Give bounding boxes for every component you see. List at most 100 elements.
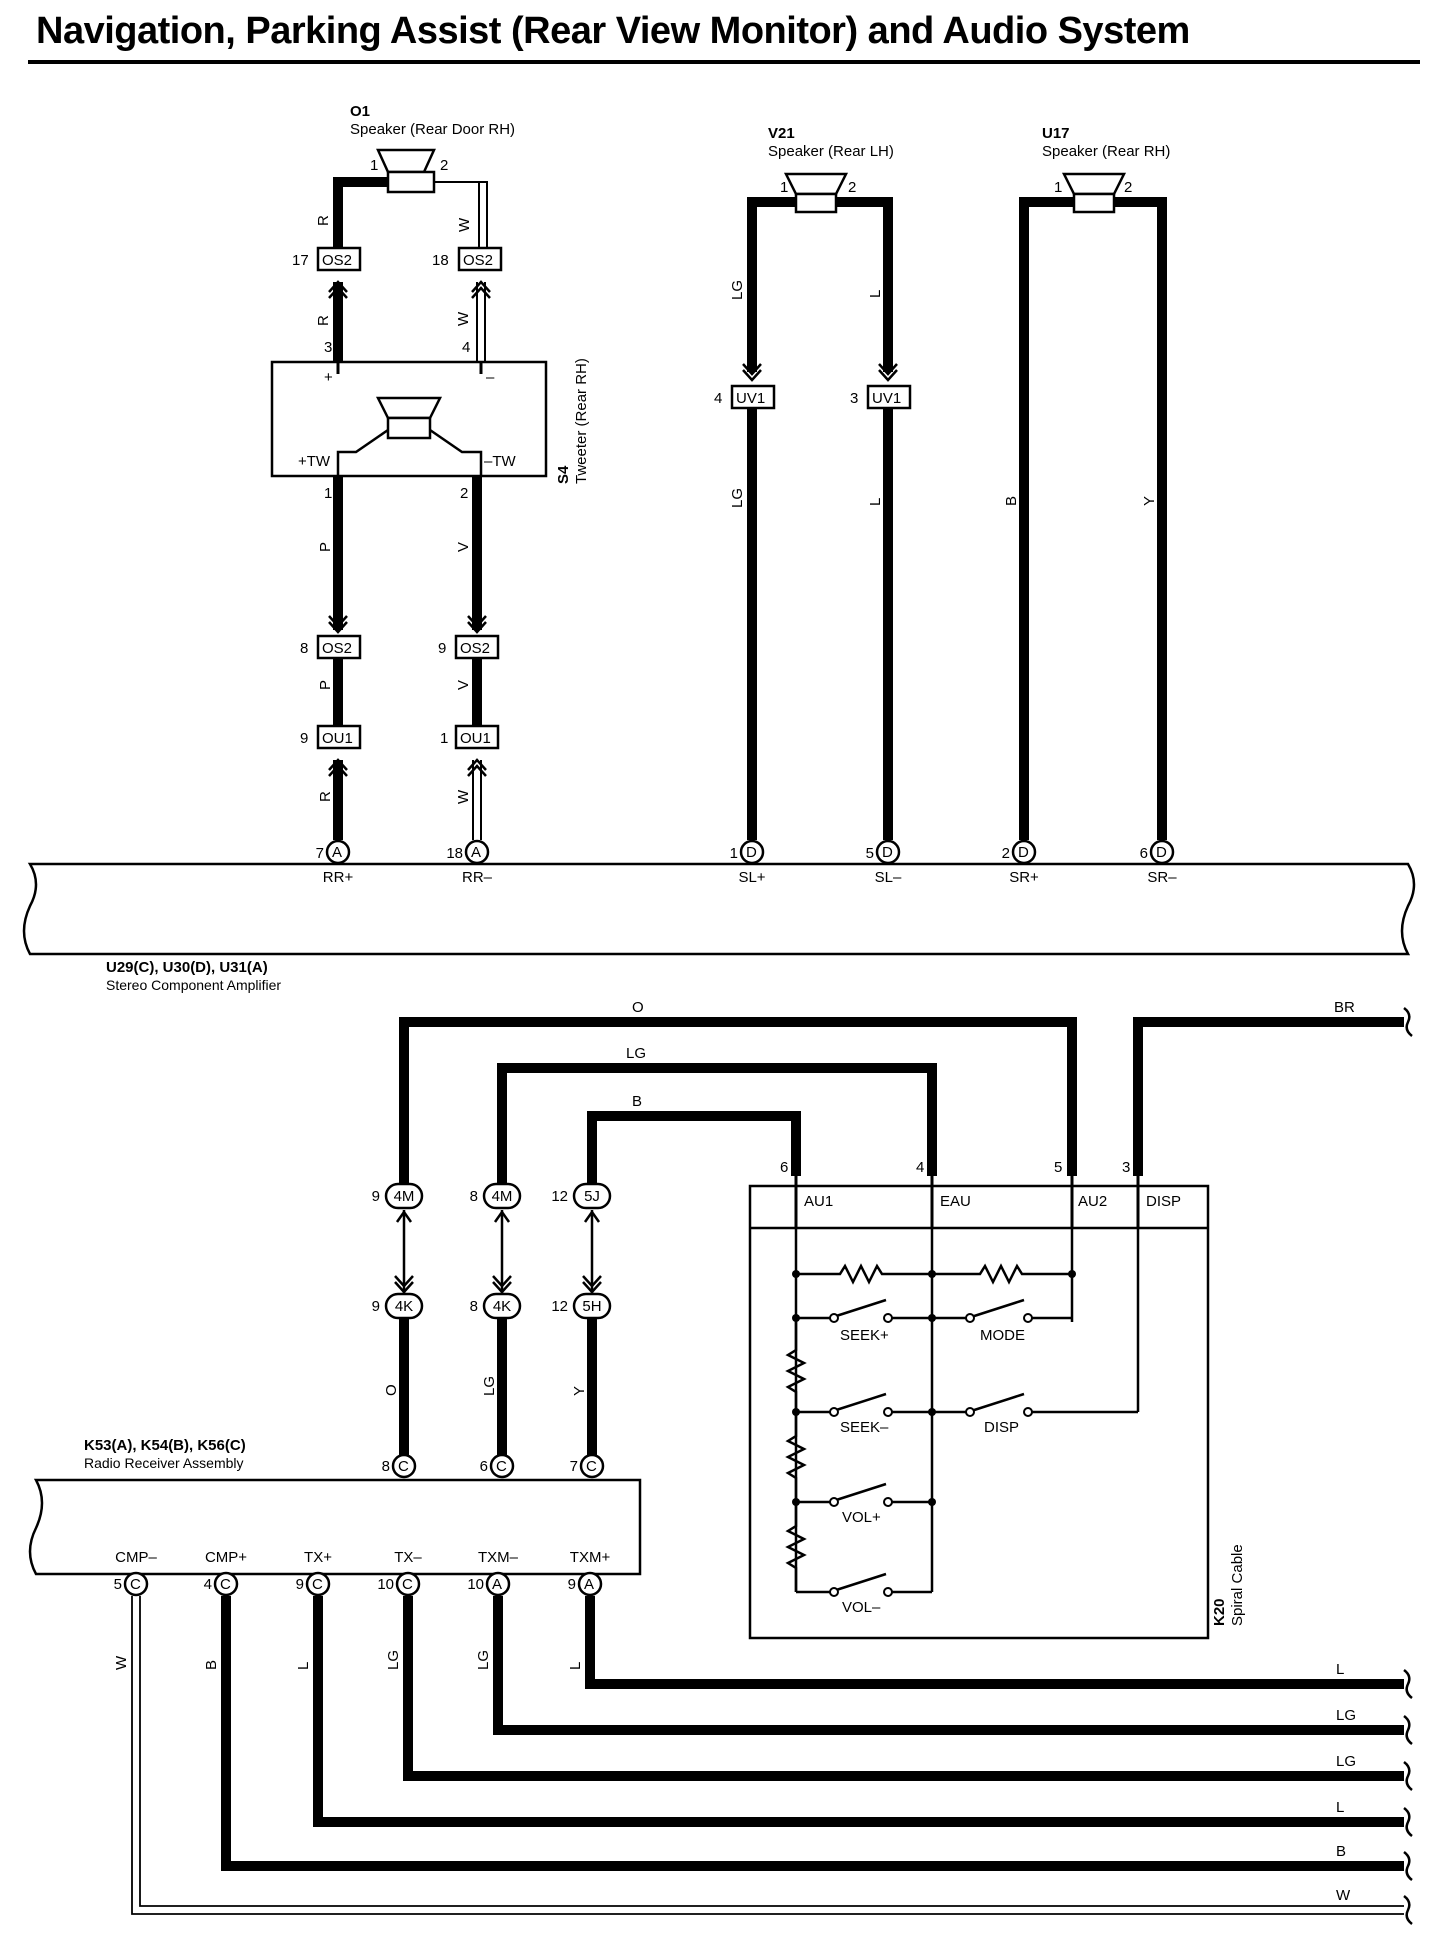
radio-name: Radio Receiver Assembly xyxy=(84,1455,244,1471)
wire-au2 xyxy=(399,1017,1077,1196)
s4-code: S4 xyxy=(555,465,572,484)
svg-text:4K: 4K xyxy=(395,1298,413,1315)
svg-text:O: O xyxy=(632,999,644,1016)
svg-text:18: 18 xyxy=(432,252,449,269)
svg-text:8: 8 xyxy=(470,1188,478,1205)
svg-text:–TW: –TW xyxy=(484,453,517,470)
connector-4K-9: 4K 9 xyxy=(372,1292,424,1320)
svg-text:OU1: OU1 xyxy=(460,730,491,747)
svg-text:OS2: OS2 xyxy=(322,640,352,657)
connector-os2-17: OS2 17 xyxy=(292,246,362,272)
svg-text:2: 2 xyxy=(848,179,856,196)
svg-text:9: 9 xyxy=(372,1298,380,1315)
wire-color-r3: R xyxy=(317,791,334,802)
speaker-v21: V21 Speaker (Rear LH) 1 2 xyxy=(768,125,894,214)
svg-text:Speaker (Rear LH): Speaker (Rear LH) xyxy=(768,143,894,160)
title-rule xyxy=(28,60,1420,64)
svg-text:8: 8 xyxy=(300,640,308,657)
svg-text:Speaker (Rear RH): Speaker (Rear RH) xyxy=(1042,143,1170,160)
radio-terminal-SW1: C xyxy=(579,1453,605,1479)
svg-text:BR: BR xyxy=(1334,999,1355,1016)
radio-terminal-label: TXM+ xyxy=(570,1549,611,1566)
wire-o1-pin1 xyxy=(333,177,388,258)
s4-name: Tweeter (Rear RH) xyxy=(573,358,590,484)
amp-name: Stereo Component Amplifier xyxy=(106,977,281,993)
wire-CMP+ xyxy=(221,1596,1404,1871)
wire-color-r2: R xyxy=(315,315,332,326)
svg-text:A: A xyxy=(584,1576,594,1593)
amp-code: U29(C), U30(D), U31(A) xyxy=(106,959,268,976)
o1-pin1: 1 xyxy=(370,157,378,174)
wire-color-r1: R xyxy=(315,215,332,226)
svg-text:–: – xyxy=(486,369,495,386)
svg-text:5: 5 xyxy=(114,1576,122,1593)
svg-text:4: 4 xyxy=(916,1159,924,1176)
wire-end-color: W xyxy=(1336,1887,1351,1904)
svg-text:A: A xyxy=(332,844,342,861)
svg-text:EAU: EAU xyxy=(940,1193,971,1210)
amp-terminal-SL–: D xyxy=(875,839,901,865)
svg-text:17: 17 xyxy=(292,252,309,269)
svg-text:3: 3 xyxy=(850,390,858,407)
page-title: Navigation, Parking Assist (Rear View Mo… xyxy=(36,10,1190,52)
svg-text:10: 10 xyxy=(377,1576,394,1593)
radio-terminal-label: CMP– xyxy=(115,1549,157,1566)
wire-end-color: LG xyxy=(1336,1753,1356,1770)
svg-text:12: 12 xyxy=(551,1188,568,1205)
k20-name: Spiral Cable xyxy=(1229,1544,1246,1626)
wire-color-bottom: LG xyxy=(475,1650,492,1670)
wire-end-color: B xyxy=(1336,1843,1346,1860)
connector-uv1-3: UV1 3 xyxy=(850,384,912,410)
amp-pin-number: 2 xyxy=(1002,845,1010,862)
svg-text:C: C xyxy=(312,1576,323,1593)
switch-vol-plus-label: VOL+ xyxy=(842,1509,881,1526)
wire-TXM+ xyxy=(585,1596,1404,1689)
wire-end-color: LG xyxy=(1336,1707,1356,1724)
stereo-component-amplifier: U29(C), U30(D), U31(A) Stereo Component … xyxy=(22,862,1416,993)
wire-color-p1: P xyxy=(317,542,334,552)
svg-text:2: 2 xyxy=(1124,179,1132,196)
wire-color-lg1: LG xyxy=(729,280,746,300)
svg-text:A: A xyxy=(471,844,481,861)
connector-4M-8: 4M8 xyxy=(470,1182,522,1210)
amp-pin-number: 18 xyxy=(446,845,463,862)
tweeter-s4: + – +TW –TW S4 Tweeter (Rear RH) xyxy=(270,358,590,484)
radio-terminal-label: TXM– xyxy=(478,1549,519,1566)
amp-terminal-RR–: A xyxy=(464,839,490,865)
switch-mode-label: MODE xyxy=(980,1327,1025,1344)
wire-end-color: L xyxy=(1336,1661,1344,1678)
svg-text:OS2: OS2 xyxy=(322,252,352,269)
connector-4K-8: 4K8 xyxy=(470,1292,522,1320)
svg-text:4: 4 xyxy=(462,339,470,356)
amp-terminal-label: SL+ xyxy=(738,869,765,886)
wire-color-w2: W xyxy=(455,311,472,326)
wire-color-y1: Y xyxy=(1141,496,1158,506)
svg-text:7: 7 xyxy=(570,1458,578,1475)
svg-text:10: 10 xyxy=(467,1576,484,1593)
wire-color-v2: V xyxy=(455,680,472,690)
wire-color-bottom: B xyxy=(203,1660,220,1670)
wire-color-sw: LG xyxy=(481,1376,498,1396)
amp-terminal-label: SR+ xyxy=(1009,869,1039,886)
svg-text:6: 6 xyxy=(780,1159,788,1176)
speaker-u17: U17 Speaker (Rear RH) 1 2 xyxy=(1042,125,1170,214)
amp-pin-number: 1 xyxy=(730,845,738,862)
wire-color-bottom: L xyxy=(567,1662,584,1670)
svg-text:UV1: UV1 xyxy=(736,390,765,407)
svg-text:4K: 4K xyxy=(493,1298,511,1315)
svg-text:B: B xyxy=(632,1093,642,1110)
svg-text:6: 6 xyxy=(480,1458,488,1475)
wire-color-sw: Y xyxy=(571,1386,588,1396)
svg-text:1: 1 xyxy=(780,179,788,196)
svg-text:LG: LG xyxy=(626,1045,646,1062)
svg-text:UV1: UV1 xyxy=(872,390,901,407)
connector-ou1-1: OU1 1 xyxy=(440,724,500,750)
spiral-cable-k20: 6 4 5 3 AU1 EAU AU2 DISP SEEK+ MODE SEEK… xyxy=(748,1159,1246,1640)
svg-text:9: 9 xyxy=(568,1576,576,1593)
switch-seek-minus-label: SEEK– xyxy=(840,1419,889,1436)
connector-os2-18: OS2 18 xyxy=(432,246,503,272)
wire-color-bottom: W xyxy=(113,1655,130,1670)
